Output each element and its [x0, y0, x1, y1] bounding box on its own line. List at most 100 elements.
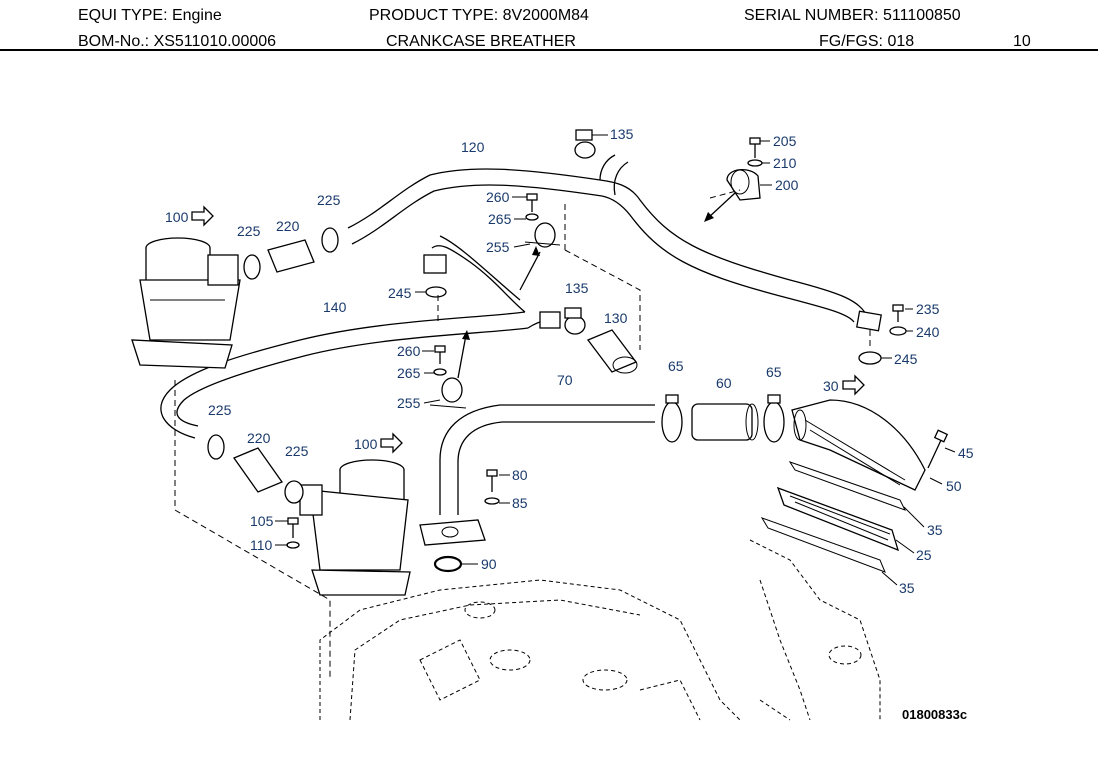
hose-220-lower[interactable]	[233, 447, 283, 493]
washer-265-lower[interactable]	[433, 368, 447, 376]
washer-240[interactable]	[889, 326, 907, 336]
bolt-105[interactable]	[287, 517, 299, 538]
label-105: 105	[250, 513, 274, 529]
washer-85[interactable]	[484, 497, 500, 505]
label-245-right: 245	[894, 351, 918, 367]
housing-30[interactable]	[791, 399, 926, 491]
label-70: 70	[557, 372, 573, 388]
label-205: 205	[773, 133, 797, 149]
clamp-225-upper-right[interactable]	[321, 227, 339, 253]
arrow-100-lower	[380, 432, 403, 454]
label-225-upper-left: 225	[237, 223, 261, 239]
label-265-lower: 265	[397, 365, 421, 381]
label-85: 85	[512, 495, 528, 511]
label-245-left: 245	[388, 285, 412, 301]
clamp-225-upper-left[interactable]	[243, 254, 261, 280]
label-25: 25	[916, 547, 932, 563]
label-255-upper: 255	[486, 239, 510, 255]
label-100-lower: 100	[354, 436, 378, 452]
label-140: 140	[323, 299, 347, 315]
label-210: 210	[773, 155, 797, 171]
label-35-upper: 35	[927, 522, 943, 538]
label-65-left: 65	[668, 358, 684, 374]
washer-110[interactable]	[286, 541, 300, 549]
ring-245-right[interactable]	[858, 351, 882, 365]
equi-type: EQUI TYPE: Engine	[78, 7, 222, 24]
hose-70[interactable]	[419, 404, 655, 546]
washer-265-upper[interactable]	[525, 213, 539, 221]
label-220-lower: 220	[247, 430, 271, 446]
label-135-top: 135	[610, 126, 634, 142]
label-260-upper: 260	[486, 189, 510, 205]
part-labels: 100 225 220 225 120 135 205 210 200 260 …	[165, 126, 974, 596]
ring-90[interactable]	[433, 555, 463, 573]
washer-210[interactable]	[747, 159, 763, 167]
label-45: 45	[958, 445, 974, 461]
clip-255-upper[interactable]	[524, 222, 561, 248]
serial-number: SERIAL NUMBER: 511100850	[744, 7, 961, 24]
hose-130[interactable]	[586, 329, 638, 374]
clamp-135-top[interactable]	[574, 129, 596, 159]
label-135-mid: 135	[565, 280, 589, 296]
clamp-135-mid[interactable]	[564, 307, 586, 335]
label-265-upper: 265	[488, 211, 512, 227]
bolt-205[interactable]	[749, 137, 761, 158]
label-50: 50	[946, 478, 962, 494]
label-225-lower-right: 225	[285, 443, 309, 459]
header-rule	[0, 49, 1098, 51]
label-260-lower: 260	[397, 343, 421, 359]
arrow-30	[842, 374, 865, 396]
bolt-260-upper[interactable]	[526, 193, 538, 212]
label-110: 110	[250, 537, 273, 553]
label-120: 120	[461, 139, 485, 155]
label-80: 80	[512, 467, 528, 483]
gasket-35-upper[interactable]	[788, 461, 907, 511]
label-130: 130	[604, 310, 628, 326]
label-220-upper: 220	[276, 218, 300, 234]
bolt-260-lower[interactable]	[434, 345, 446, 364]
label-235: 235	[916, 301, 940, 317]
label-35-lower: 35	[899, 580, 915, 596]
breather-100-lower[interactable]	[299, 459, 411, 596]
label-100-upper: 100	[165, 209, 189, 225]
clamp-65-left[interactable]	[661, 394, 683, 443]
bom-number: BOM-No.: XS511010.00006	[78, 33, 277, 50]
label-65-right: 65	[766, 364, 782, 380]
arrow-100-upper	[191, 205, 214, 227]
clamp-225-lower-left[interactable]	[207, 434, 225, 460]
ring-245-left[interactable]	[425, 286, 447, 298]
pointer-arrow-255-lower	[457, 330, 470, 379]
bracket-200[interactable]	[726, 169, 761, 201]
hose-220-upper[interactable]	[267, 239, 315, 273]
bolt-235[interactable]	[892, 304, 904, 322]
hose-60[interactable]	[691, 403, 759, 441]
page-title: CRANKCASE BREATHER	[386, 33, 576, 50]
filter-plate-25[interactable]	[776, 486, 900, 552]
bolt-45[interactable]	[927, 429, 949, 469]
label-60: 60	[716, 375, 732, 391]
label-200: 200	[775, 177, 799, 193]
bolt-80[interactable]	[486, 469, 498, 492]
label-225-lower-left: 225	[208, 402, 232, 418]
leader-lines	[275, 134, 956, 586]
label-90: 90	[481, 556, 497, 572]
label-240: 240	[916, 324, 940, 340]
product-type: PRODUCT TYPE: 8V2000M84	[369, 7, 589, 24]
drawing-code: 01800833c	[902, 707, 967, 722]
clip-255-lower[interactable]	[429, 377, 467, 409]
breather-100-upper[interactable]	[131, 237, 241, 369]
gasket-35-lower[interactable]	[760, 517, 886, 573]
hose-120[interactable]	[347, 154, 882, 332]
hose-140[interactable]	[160, 235, 561, 439]
pointer-arrow-255-upper	[519, 246, 541, 291]
label-30: 30	[823, 378, 839, 394]
clamp-225-lower-right[interactable]	[284, 480, 304, 504]
pointer-arrow-200	[704, 192, 736, 222]
label-255-lower: 255	[397, 395, 421, 411]
page-number: 10	[1013, 33, 1031, 50]
label-225-upper-right: 225	[317, 192, 341, 208]
guide-lines	[174, 189, 871, 680]
engine-block-outline	[319, 539, 881, 721]
clamp-65-right[interactable]	[763, 394, 785, 443]
